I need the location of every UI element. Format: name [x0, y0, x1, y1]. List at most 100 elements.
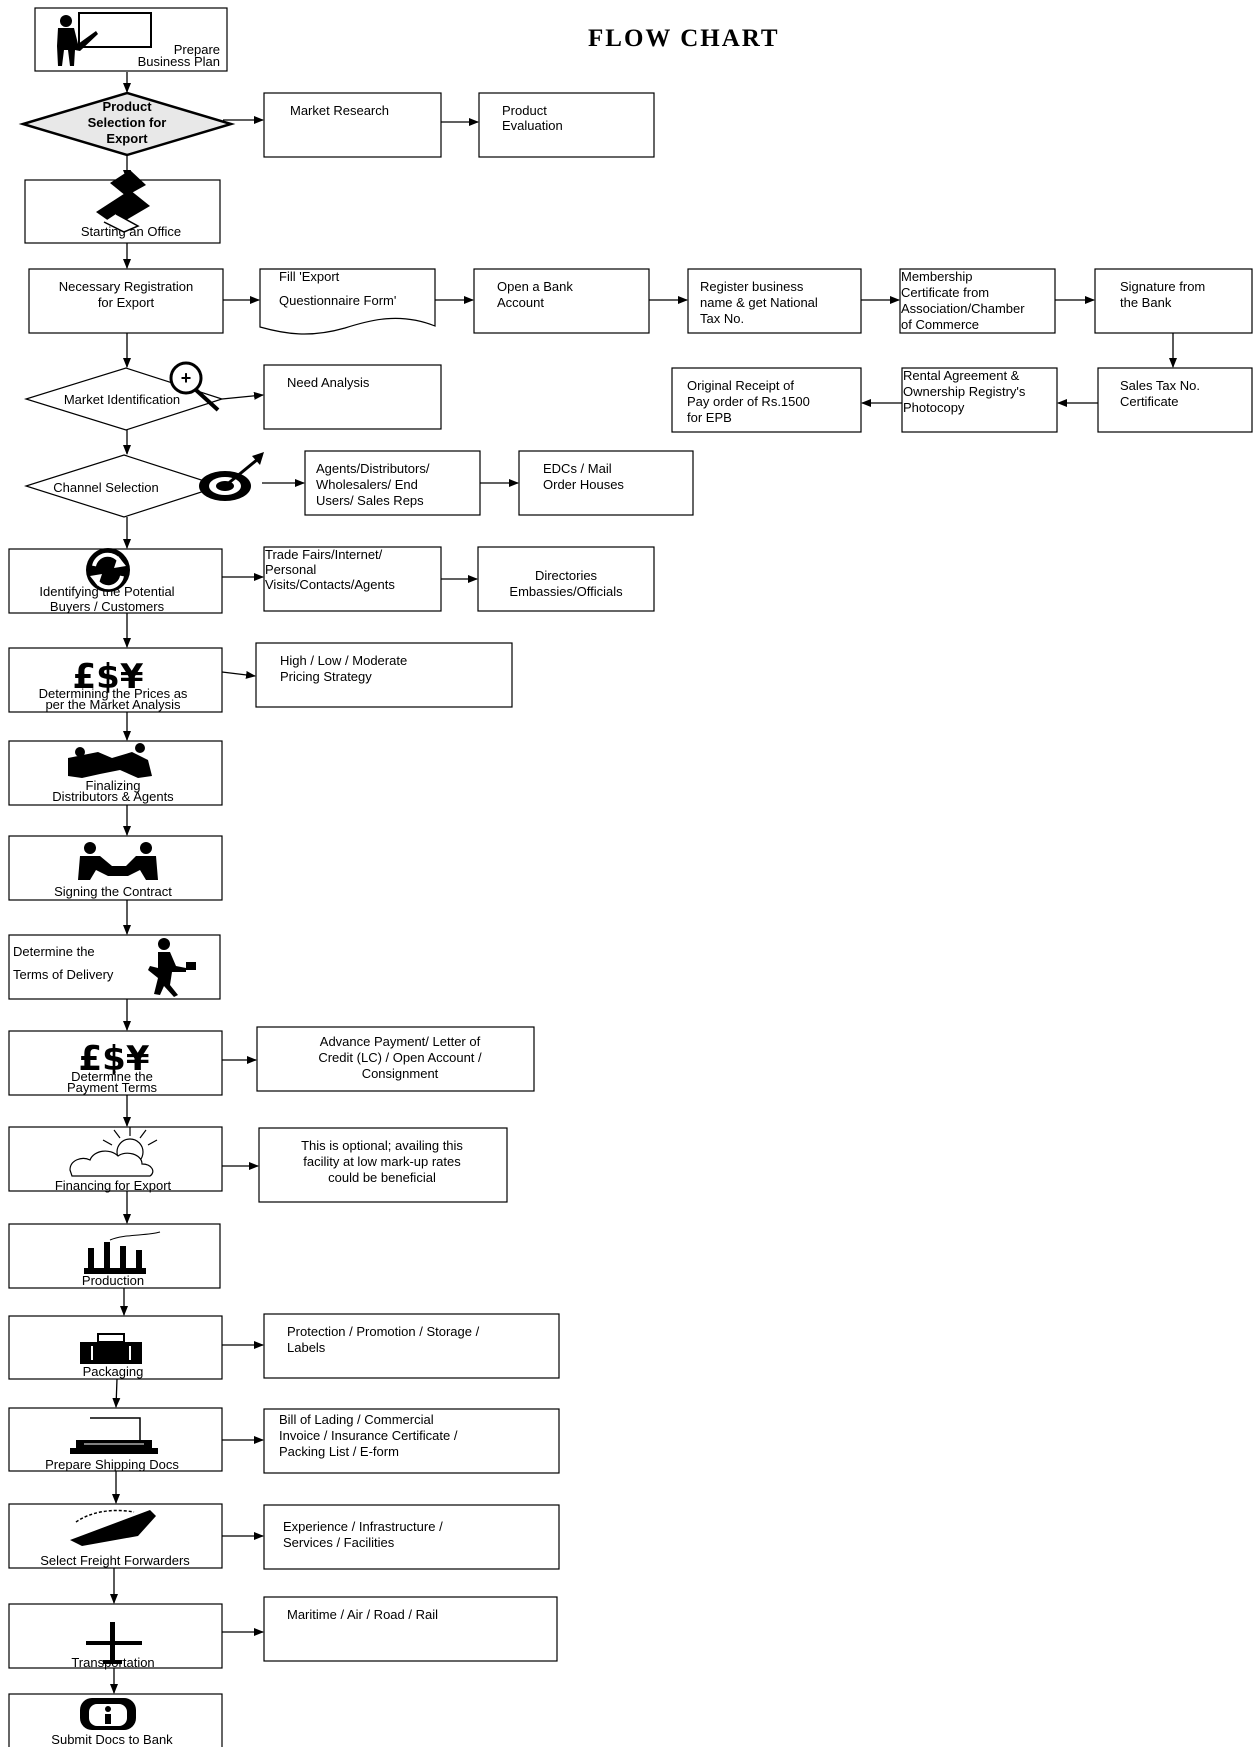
- label-line: Determine the: [13, 944, 95, 959]
- label-line: Necessary Registration: [59, 279, 193, 294]
- label-line: Determining the Prices as: [39, 686, 188, 701]
- airplane-icon: [86, 1622, 142, 1664]
- label-line: Credit (LC) / Open Account /: [318, 1050, 482, 1065]
- label-line: Trade Fairs/Internet/: [265, 547, 383, 562]
- box-packaging-purpose: Protection / Promotion / Storage /Labels: [263, 1313, 560, 1379]
- label-line: Evaluation: [502, 118, 563, 133]
- label-text: Protection / Promotion / Storage /Labels: [287, 1324, 480, 1355]
- label-line: Consignment: [362, 1066, 439, 1081]
- label-text: Market Identification: [64, 392, 180, 407]
- label-line: could be beneficial: [328, 1170, 436, 1185]
- label-line: Export: [106, 131, 148, 146]
- label-line: Agents/Distributors/: [316, 461, 430, 476]
- presenter-icon: [57, 12, 152, 66]
- label-line: Protection / Promotion / Storage /: [287, 1324, 480, 1339]
- label-line: Need Analysis: [287, 375, 370, 390]
- meeting-people-icon: [68, 743, 152, 778]
- label-line: Personal: [265, 562, 316, 577]
- label-line: Invoice / Insurance Certificate /: [279, 1428, 458, 1443]
- label-line: Market Research: [290, 103, 389, 118]
- label-line: Signing the Contract: [54, 884, 172, 899]
- magnifying-glass-icon: +: [169, 361, 220, 412]
- label-line: Prepare Shipping Docs: [45, 1457, 179, 1472]
- label-line: Account: [497, 295, 544, 310]
- ship-icon: [70, 1509, 156, 1546]
- label-line: Terms of Delivery: [13, 967, 114, 982]
- label-line: Order Houses: [543, 477, 624, 492]
- factory-icon: [84, 1231, 161, 1274]
- label-line: Business Plan: [138, 54, 220, 69]
- label-line: High / Low / Moderate: [280, 653, 407, 668]
- label-text: Financing for Export: [55, 1178, 172, 1193]
- label-line: Original Receipt of: [687, 378, 794, 393]
- label-line: Pricing Strategy: [280, 669, 372, 684]
- step-financing: Financing for Export: [8, 1126, 223, 1193]
- box-transport-modes: Maritime / Air / Road / Rail: [263, 1596, 558, 1662]
- label-line: Bill of Lading / Commercial: [279, 1412, 434, 1427]
- label-line: Visits/Contacts/Agents: [265, 577, 395, 592]
- label-text: Select Freight Forwarders: [40, 1553, 190, 1568]
- label-line: Experience / Infrastructure /: [283, 1519, 443, 1534]
- currency-symbols-icon: £$¥: [79, 1039, 150, 1079]
- running-businessman-icon: [148, 938, 196, 997]
- svg-text:+: +: [181, 368, 192, 388]
- connectors: [110, 72, 1177, 1694]
- label-line: Services / Facilities: [283, 1535, 395, 1550]
- sun-cloud-icon: [69, 1127, 158, 1177]
- label-text: Experience / Infrastructure /Services / …: [283, 1519, 443, 1550]
- label-line: Production: [82, 1273, 144, 1288]
- label-line: Pay order of Rs.1500: [687, 394, 810, 409]
- label-text: Need Analysis: [287, 375, 370, 390]
- label-line: Distributors & Agents: [52, 789, 174, 804]
- label-line: for EPB: [687, 410, 732, 425]
- step-channel-selection: Channel Selection: [24, 454, 222, 518]
- target-icon: [199, 452, 264, 501]
- step-production: Production: [8, 1223, 221, 1289]
- label-line: This is optional; availing this: [301, 1138, 463, 1153]
- currency-symbols-icon: £$¥: [73, 657, 144, 697]
- label-line: Photocopy: [903, 400, 965, 415]
- office-building-icon: [96, 170, 150, 233]
- label-line: EDCs / Mail: [543, 461, 612, 476]
- label-line: Register business: [700, 279, 804, 294]
- label-line: Certificate from: [901, 285, 989, 300]
- label-line: Users/ Sales Reps: [316, 493, 424, 508]
- box-market-research: Market Research: [263, 92, 442, 158]
- label-line: Finalizing: [86, 778, 141, 793]
- box-sales-tax-certificate: Sales Tax No.Certificate: [1097, 367, 1253, 433]
- box-forwarder-criteria: Experience / Infrastructure /Services / …: [263, 1504, 560, 1570]
- label-text: Market Research: [290, 103, 389, 118]
- label-line: Ownership Registry's: [903, 384, 1026, 399]
